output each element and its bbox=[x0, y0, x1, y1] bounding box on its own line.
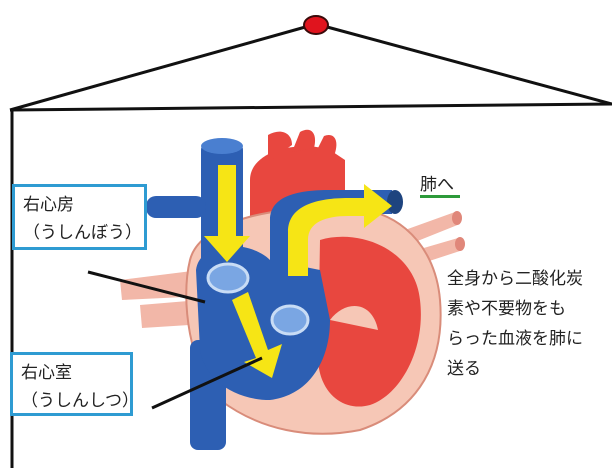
to-lungs-label: 肺へ bbox=[420, 170, 454, 195]
right-ventricle-label-box: 右心室 （うしんしつ） bbox=[10, 352, 133, 416]
description-line: 送る bbox=[447, 354, 607, 384]
vein-opening bbox=[201, 138, 243, 154]
description-line: 素や不要物をも bbox=[447, 294, 607, 324]
frame-top-line bbox=[10, 104, 612, 110]
red-dot-icon bbox=[304, 16, 328, 34]
description-line: らった血液を肺に bbox=[447, 324, 607, 354]
vessel-opening bbox=[452, 211, 462, 225]
description-text: 全身から二酸化炭 素や不要物をも らった血液を肺に 送る bbox=[447, 264, 607, 384]
vessel-opening bbox=[387, 190, 403, 214]
valve bbox=[272, 306, 308, 334]
vein-branch bbox=[146, 196, 206, 218]
aorta-branch bbox=[314, 135, 336, 156]
valve bbox=[208, 264, 248, 292]
roof-right-line bbox=[316, 24, 612, 104]
to-lungs-underline bbox=[420, 195, 460, 198]
vessel-opening bbox=[455, 237, 465, 251]
right-atrium-label: 右心房 bbox=[23, 191, 138, 219]
right-ventricle-label: 右心室 bbox=[21, 359, 124, 387]
right-atrium-reading: （うしんぼう） bbox=[23, 219, 138, 247]
roof-left-line bbox=[10, 24, 316, 110]
description-line: 全身から二酸化炭 bbox=[447, 264, 607, 294]
right-ventricle-reading: （うしんしつ） bbox=[21, 387, 124, 415]
right-atrium-label-box: 右心房 （うしんぼう） bbox=[12, 184, 147, 250]
